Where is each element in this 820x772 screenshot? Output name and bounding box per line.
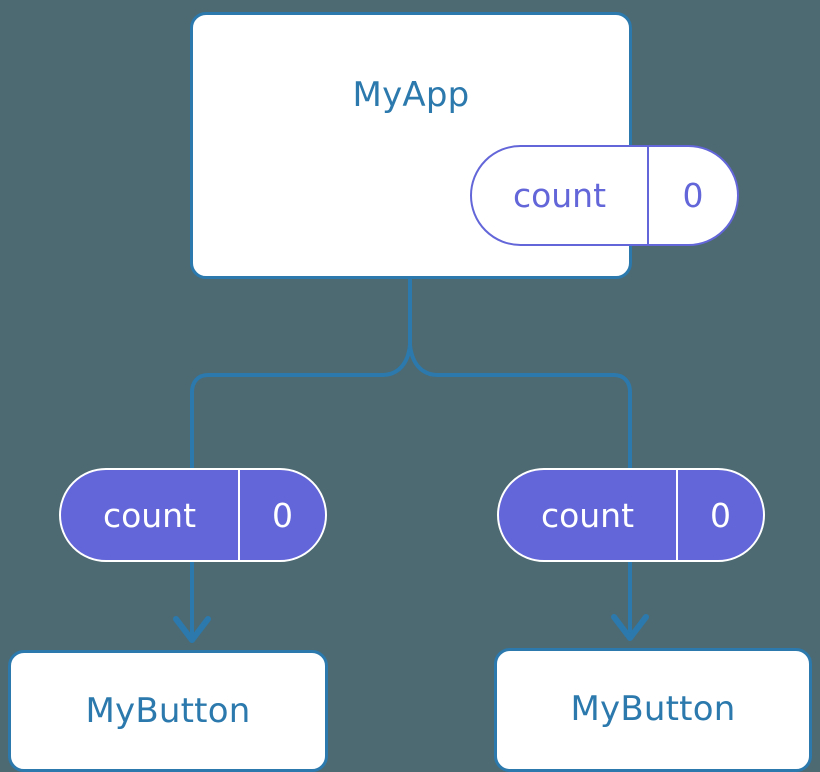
child-right-component-box[interactable]: MyButton: [494, 648, 812, 772]
child-left-component-title: MyButton: [85, 691, 251, 731]
root-component-title: MyApp: [352, 75, 470, 115]
child-left-state-key: count: [102, 495, 197, 535]
child-left-state-value: 0: [238, 470, 325, 560]
root-state-key: count: [512, 176, 607, 215]
arrow-left-head-icon: [173, 616, 211, 643]
branch-connector-left: [190, 343, 412, 470]
child-left-component-box[interactable]: MyButton: [8, 650, 328, 772]
root-state-pill[interactable]: count 0: [470, 145, 739, 246]
arrow-right-head-icon: [611, 614, 649, 641]
child-right-state-key: count: [540, 495, 635, 535]
child-right-state-value: 0: [676, 470, 763, 560]
child-left-state-pill[interactable]: count 0: [59, 468, 327, 562]
child-right-component-title: MyButton: [570, 689, 736, 729]
root-component-box[interactable]: MyApp count 0: [190, 12, 739, 279]
root-state-value: 0: [647, 147, 737, 244]
child-right-state-pill[interactable]: count 0: [497, 468, 765, 562]
branch-connector-right: [408, 343, 632, 470]
